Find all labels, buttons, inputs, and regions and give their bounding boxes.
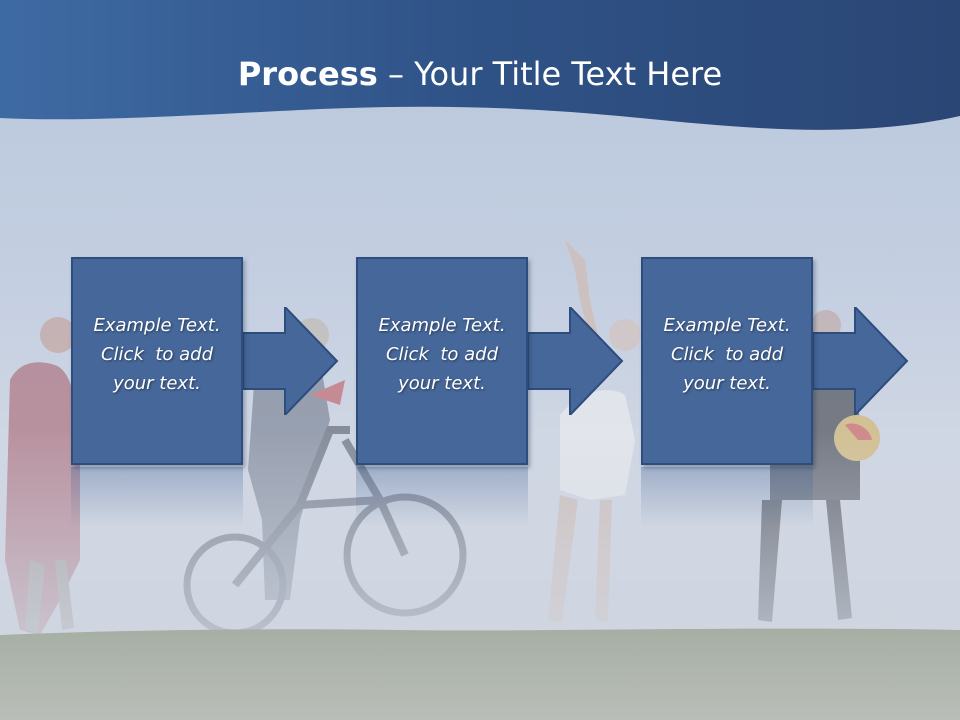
grass <box>0 628 960 720</box>
step-2-text[interactable]: Example Text. Click to add your text. <box>358 311 526 398</box>
step-1-reflection <box>71 467 243 527</box>
slide-title[interactable]: Process – Your Title Text Here <box>0 52 960 96</box>
step-text-line: Click to add <box>385 344 498 365</box>
title-rest: – Your Title Text Here <box>377 55 723 93</box>
process-step-1[interactable]: Example Text. Click to add your text. <box>71 257 243 465</box>
step-text-line: Example Text. <box>378 315 506 336</box>
step-text-line: Example Text. <box>93 315 221 336</box>
process-step-2[interactable]: Example Text. Click to add your text. <box>356 257 528 465</box>
right-arrow-icon <box>813 307 909 415</box>
step-text-line: Click to add <box>670 344 783 365</box>
step-1-text[interactable]: Example Text. Click to add your text. <box>73 311 241 398</box>
right-arrow-icon <box>243 307 339 415</box>
step-text-line: your text. <box>398 373 486 394</box>
step-3-reflection <box>641 467 813 527</box>
title-bold: Process <box>237 55 378 93</box>
step-3-text[interactable]: Example Text. Click to add your text. <box>643 311 811 398</box>
step-text-line: your text. <box>683 373 771 394</box>
right-arrow-icon <box>528 307 624 415</box>
step-text-line: Click to add <box>100 344 213 365</box>
header-band <box>0 0 960 130</box>
step-2-reflection <box>356 467 528 527</box>
step-text-line: Example Text. <box>663 315 791 336</box>
step-text-line: your text. <box>113 373 201 394</box>
process-step-3[interactable]: Example Text. Click to add your text. <box>641 257 813 465</box>
